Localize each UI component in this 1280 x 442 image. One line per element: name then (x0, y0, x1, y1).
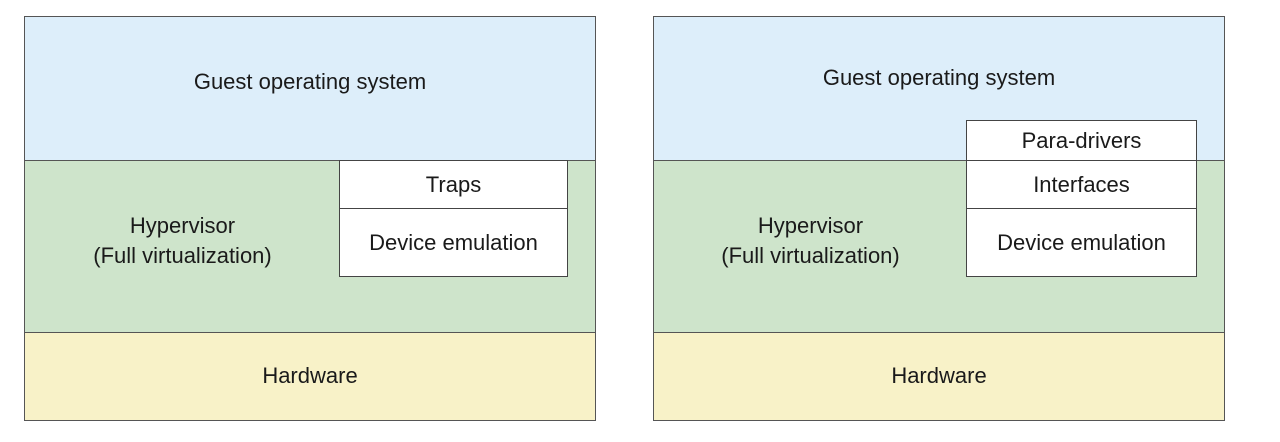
device-emulation-label: Device emulation (997, 229, 1166, 255)
para-drivers-box: Para-drivers (966, 120, 1197, 161)
guest-os-layer: Guest operating system (653, 16, 1225, 161)
device-emulation-label: Device emulation (369, 229, 538, 255)
traps-box: Traps (339, 160, 568, 209)
interfaces-label: Interfaces (1033, 171, 1130, 197)
hardware-layer: Hardware (653, 332, 1225, 421)
hypervisor-subtitle: (Full virtualization) (93, 242, 272, 268)
hypervisor-label: Hypervisor (Full virtualization) (654, 161, 967, 332)
traps-label: Traps (425, 171, 482, 197)
hardware-label: Hardware (891, 363, 987, 389)
device-emulation-box: Device emulation (339, 208, 568, 277)
hypervisor-title: Hypervisor (757, 212, 864, 238)
hypervisor-title: Hypervisor (129, 212, 236, 238)
guest-os-label: Guest operating system (193, 69, 427, 95)
hardware-label: Hardware (262, 363, 358, 389)
guest-os-layer: Guest operating system (24, 16, 596, 161)
hypervisor-label: Hypervisor (Full virtualization) (25, 161, 340, 332)
hardware-layer: Hardware (24, 332, 596, 421)
para-drivers-label: Para-drivers (1021, 127, 1142, 153)
guest-os-label: Guest operating system (822, 65, 1056, 90)
device-emulation-box: Device emulation (966, 208, 1197, 277)
interfaces-box: Interfaces (966, 160, 1197, 209)
hypervisor-subtitle: (Full virtualization) (721, 242, 900, 268)
